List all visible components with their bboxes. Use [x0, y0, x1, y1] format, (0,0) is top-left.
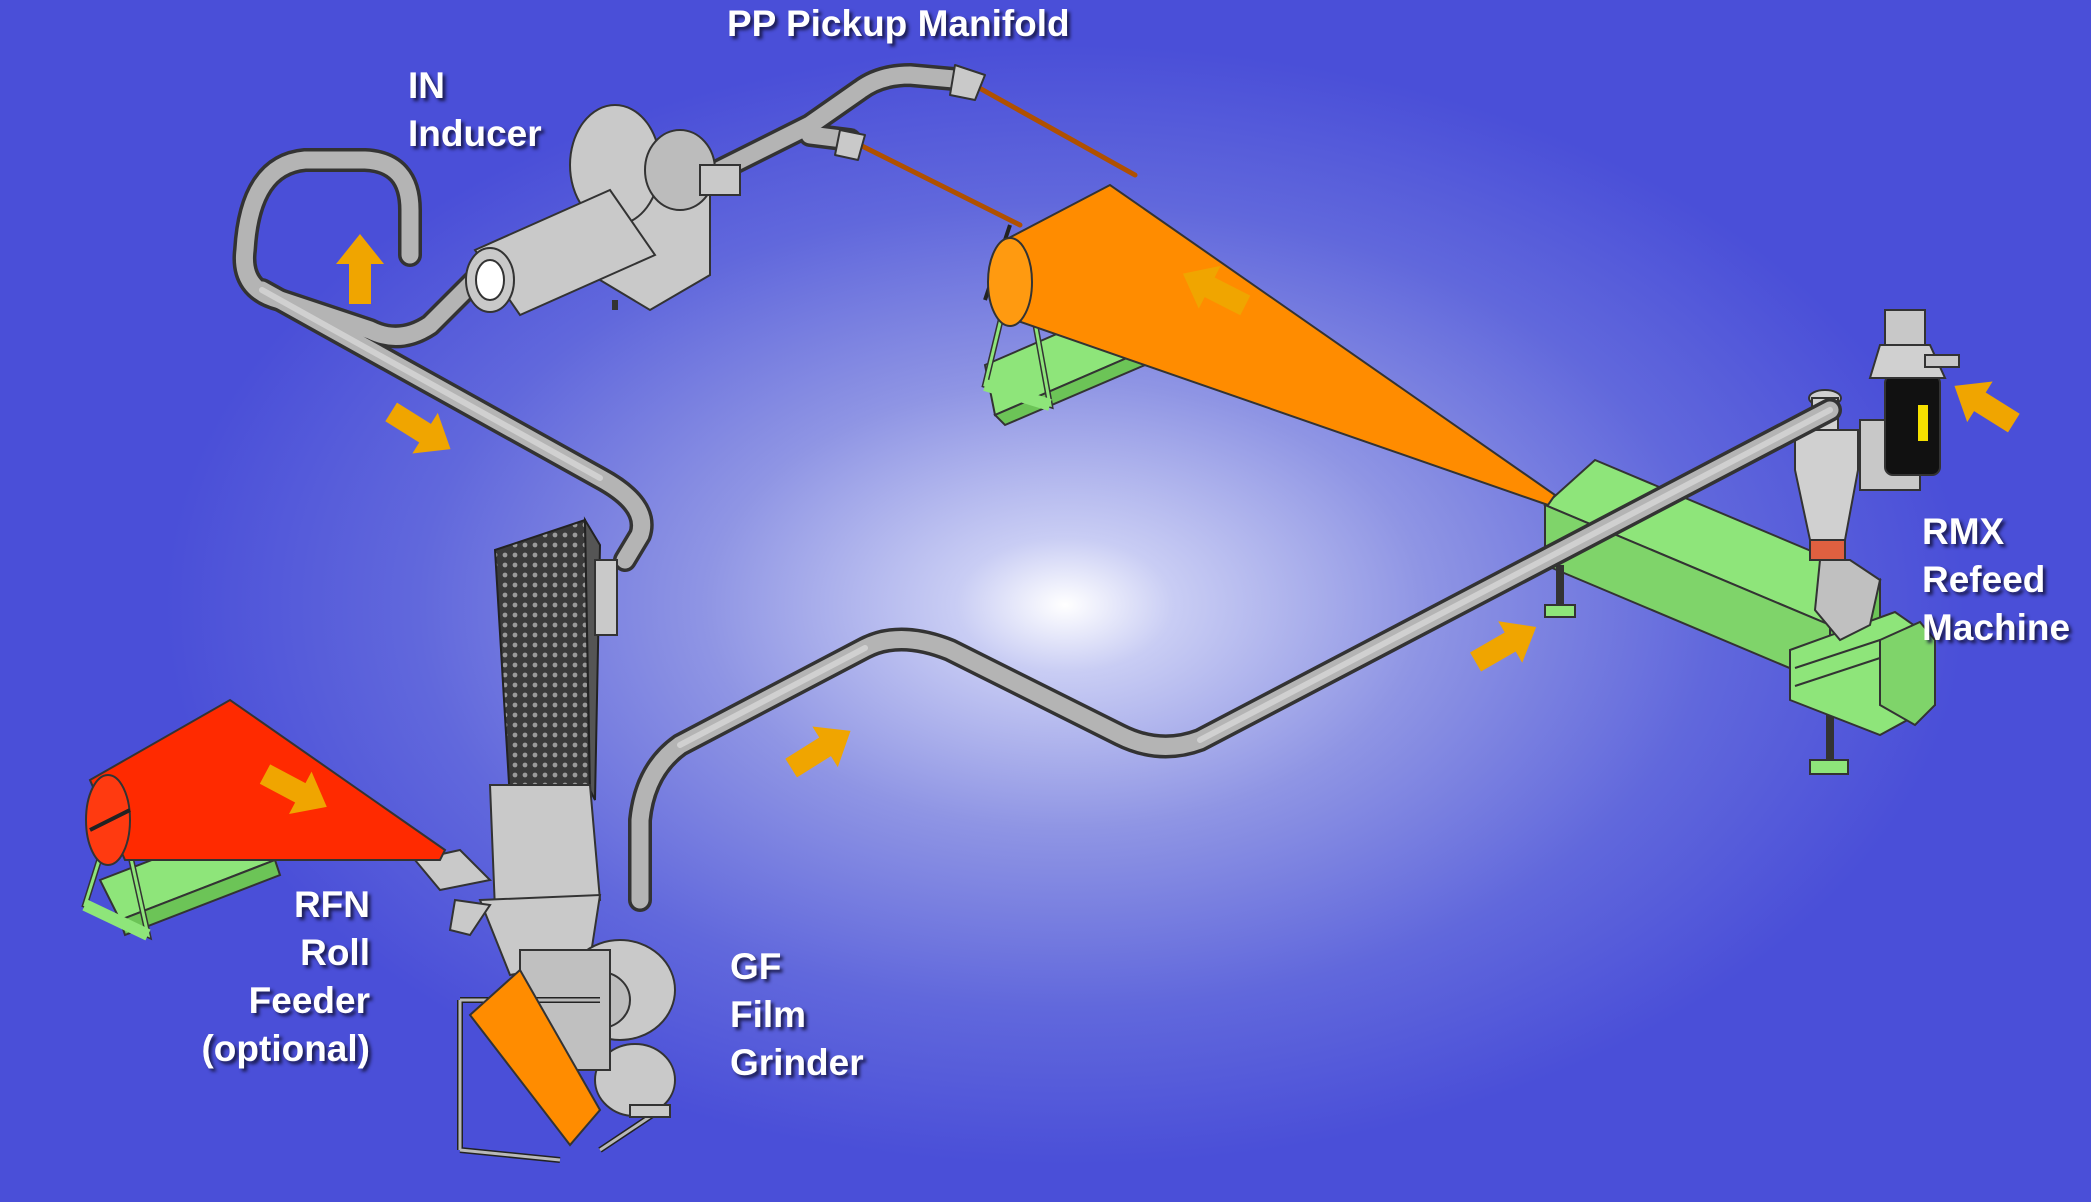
refeed-label-line: Machine [1922, 607, 2071, 648]
refeed-label-line: Refeed [1922, 559, 2046, 600]
feeder-label-line: Roll [300, 932, 370, 973]
flow-arrow-icon [1463, 606, 1549, 683]
flow-arrow-icon [778, 710, 864, 789]
flow-arrow-icon [1941, 365, 2027, 444]
manifold-label: PP Pickup Manifold [727, 3, 1070, 44]
inducer-label-line: Inducer [408, 113, 542, 154]
feeder-label-line: (optional) [201, 1028, 370, 1069]
refeed-label-line: RMX [1922, 511, 2005, 552]
orange-film-web [1003, 183, 1557, 507]
feeder-label-line: Feeder [248, 980, 370, 1021]
refeed-machine [1543, 309, 1960, 775]
duct-network [232, 63, 1842, 912]
film-grinder [413, 516, 676, 1163]
inducer-label: IN Inducer [408, 62, 542, 158]
refeed-label: RMX Refeed Machine [1922, 508, 2070, 652]
flow-arrow-icon [336, 234, 384, 304]
feeder-label-line: RFN [293, 884, 370, 925]
grinder-label-line: Film [730, 994, 807, 1035]
orange-film-roll [987, 237, 1033, 327]
grinder-label: GF Film Grinder [730, 943, 864, 1087]
inducer-blower [465, 104, 741, 317]
feeder-label: RFN Roll Feeder (optional) [185, 881, 370, 1073]
grinder-label-line: GF [730, 946, 782, 987]
grinder-label-line: Grinder [730, 1042, 864, 1083]
inducer-label-line: IN [408, 65, 445, 106]
